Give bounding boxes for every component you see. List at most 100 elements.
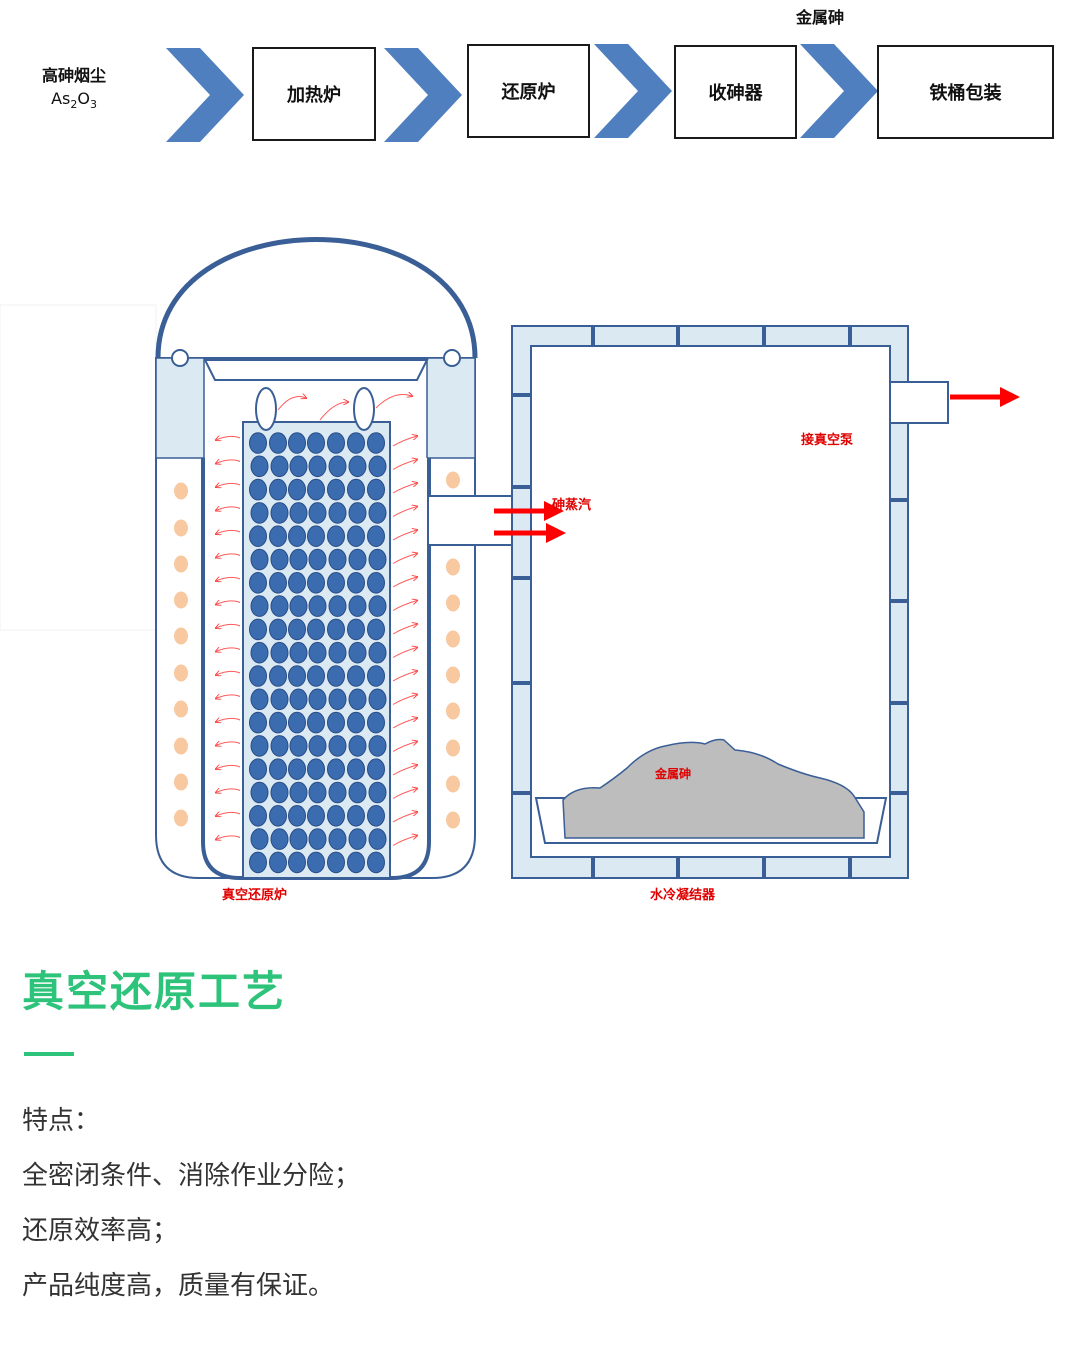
vapor-arrow (392, 483, 417, 494)
pellet (347, 711, 365, 734)
heater-dot (446, 630, 460, 648)
pellet (270, 455, 289, 478)
deposited-metal-arsenic (562, 738, 865, 839)
pellet (289, 641, 308, 664)
pellet (367, 711, 385, 734)
pellet (348, 502, 367, 524)
pellet (289, 455, 308, 478)
pellet (327, 758, 345, 781)
heater-dot (174, 555, 188, 573)
faint-panel-border (0, 304, 157, 631)
furnace-left-flange (155, 357, 205, 459)
vacuum-reduction-furnace (155, 237, 533, 880)
vapor-arrow (392, 554, 417, 564)
pellet (347, 665, 365, 687)
lid-hinge-right (443, 349, 461, 367)
feature-item-purity: 产品纯度高，质量有保证。 (22, 1271, 335, 1301)
pellet (347, 851, 365, 874)
pellet (249, 478, 267, 501)
pellet (347, 618, 365, 641)
vapor-arrow (392, 836, 417, 846)
pellet (288, 758, 306, 781)
pellet (367, 851, 385, 874)
vacuum-pump-pipe (889, 381, 949, 424)
pellet (327, 665, 345, 687)
heater-dot (174, 737, 188, 755)
pellet (307, 618, 325, 641)
vapor-arrow (392, 436, 417, 447)
pellet (347, 758, 365, 781)
pellet (348, 548, 367, 571)
pellet (307, 525, 325, 548)
pellet (327, 572, 345, 594)
pellet (249, 525, 267, 548)
pellet (328, 502, 347, 524)
vapor-arrow (216, 483, 241, 487)
heater-dot (174, 591, 188, 609)
pellet (308, 641, 327, 664)
flow-output-metal-arsenic-label: 金属砷 (795, 8, 844, 27)
pellet (288, 432, 306, 454)
input-formula: As2O3 (51, 89, 97, 112)
pellet (367, 758, 385, 781)
pellet (328, 688, 347, 711)
furnace-dome-lid (155, 237, 478, 359)
heater-dot (174, 482, 188, 500)
pellet (307, 432, 325, 454)
pellet (269, 618, 287, 641)
pellet (308, 548, 327, 571)
heater-dot (174, 519, 188, 537)
pellet (368, 688, 387, 711)
flow-chevron-arrow-3 (594, 44, 672, 138)
heater-dot (446, 594, 460, 612)
pellet (288, 618, 306, 641)
flow-input-label: 高砷烟尘 As2O3 (28, 64, 120, 116)
vapor-arrow (392, 671, 417, 682)
heater-dot (446, 558, 460, 576)
pellet (269, 711, 287, 734)
vapor-vent-right (353, 387, 375, 431)
pellet (269, 665, 287, 687)
pellet (249, 851, 267, 874)
pellet (347, 572, 365, 594)
pellet (367, 665, 385, 687)
pellet (328, 781, 347, 804)
pellet (289, 735, 308, 757)
title-underline-divider (24, 1052, 74, 1056)
pellet (270, 502, 289, 524)
pellet (327, 618, 345, 641)
pellet (249, 618, 267, 641)
vapor-flow-arrows (216, 395, 417, 846)
flow-step-arsenic-collector: 收砷器 (674, 45, 797, 139)
pellet (288, 665, 306, 687)
vapor-arrow (216, 812, 241, 816)
pellet (327, 525, 345, 548)
vapor-arrow (392, 460, 417, 470)
pellet (250, 548, 269, 571)
pellet (368, 828, 387, 850)
pellet (249, 432, 267, 454)
heater-dot (446, 811, 460, 829)
pellet (348, 828, 367, 850)
vapor-arrow (392, 812, 417, 823)
vapor-arrow (216, 695, 241, 699)
pellet (367, 478, 385, 501)
heater-dot (174, 627, 188, 645)
pellet (327, 851, 345, 874)
pellet (288, 478, 306, 501)
pellet (307, 572, 325, 594)
pellet (327, 805, 345, 827)
pellet (249, 665, 267, 687)
pellet (289, 828, 308, 850)
vapor-arrow (216, 460, 241, 464)
vapor-arrow (392, 577, 417, 588)
vacuum-reduction-diagram: 砷蒸汽 接真空泵 金属砷 真空还原炉 水冷凝结器 (0, 237, 1020, 903)
pellet (308, 502, 327, 524)
arsenic-vapor-label: 砷蒸汽 (552, 497, 591, 513)
flow-step-heating-furnace: 加热炉 (252, 47, 376, 141)
heating-elements (174, 471, 460, 829)
vapor-arrow (392, 507, 417, 517)
pellet (269, 851, 287, 874)
feature-list: 特点： 全密闭条件、消除作业分险； 还原效率高； 产品纯度高，质量有保证。 (22, 1094, 360, 1314)
flow-step-iron-drum-packing: 铁桶包装 (877, 45, 1054, 139)
